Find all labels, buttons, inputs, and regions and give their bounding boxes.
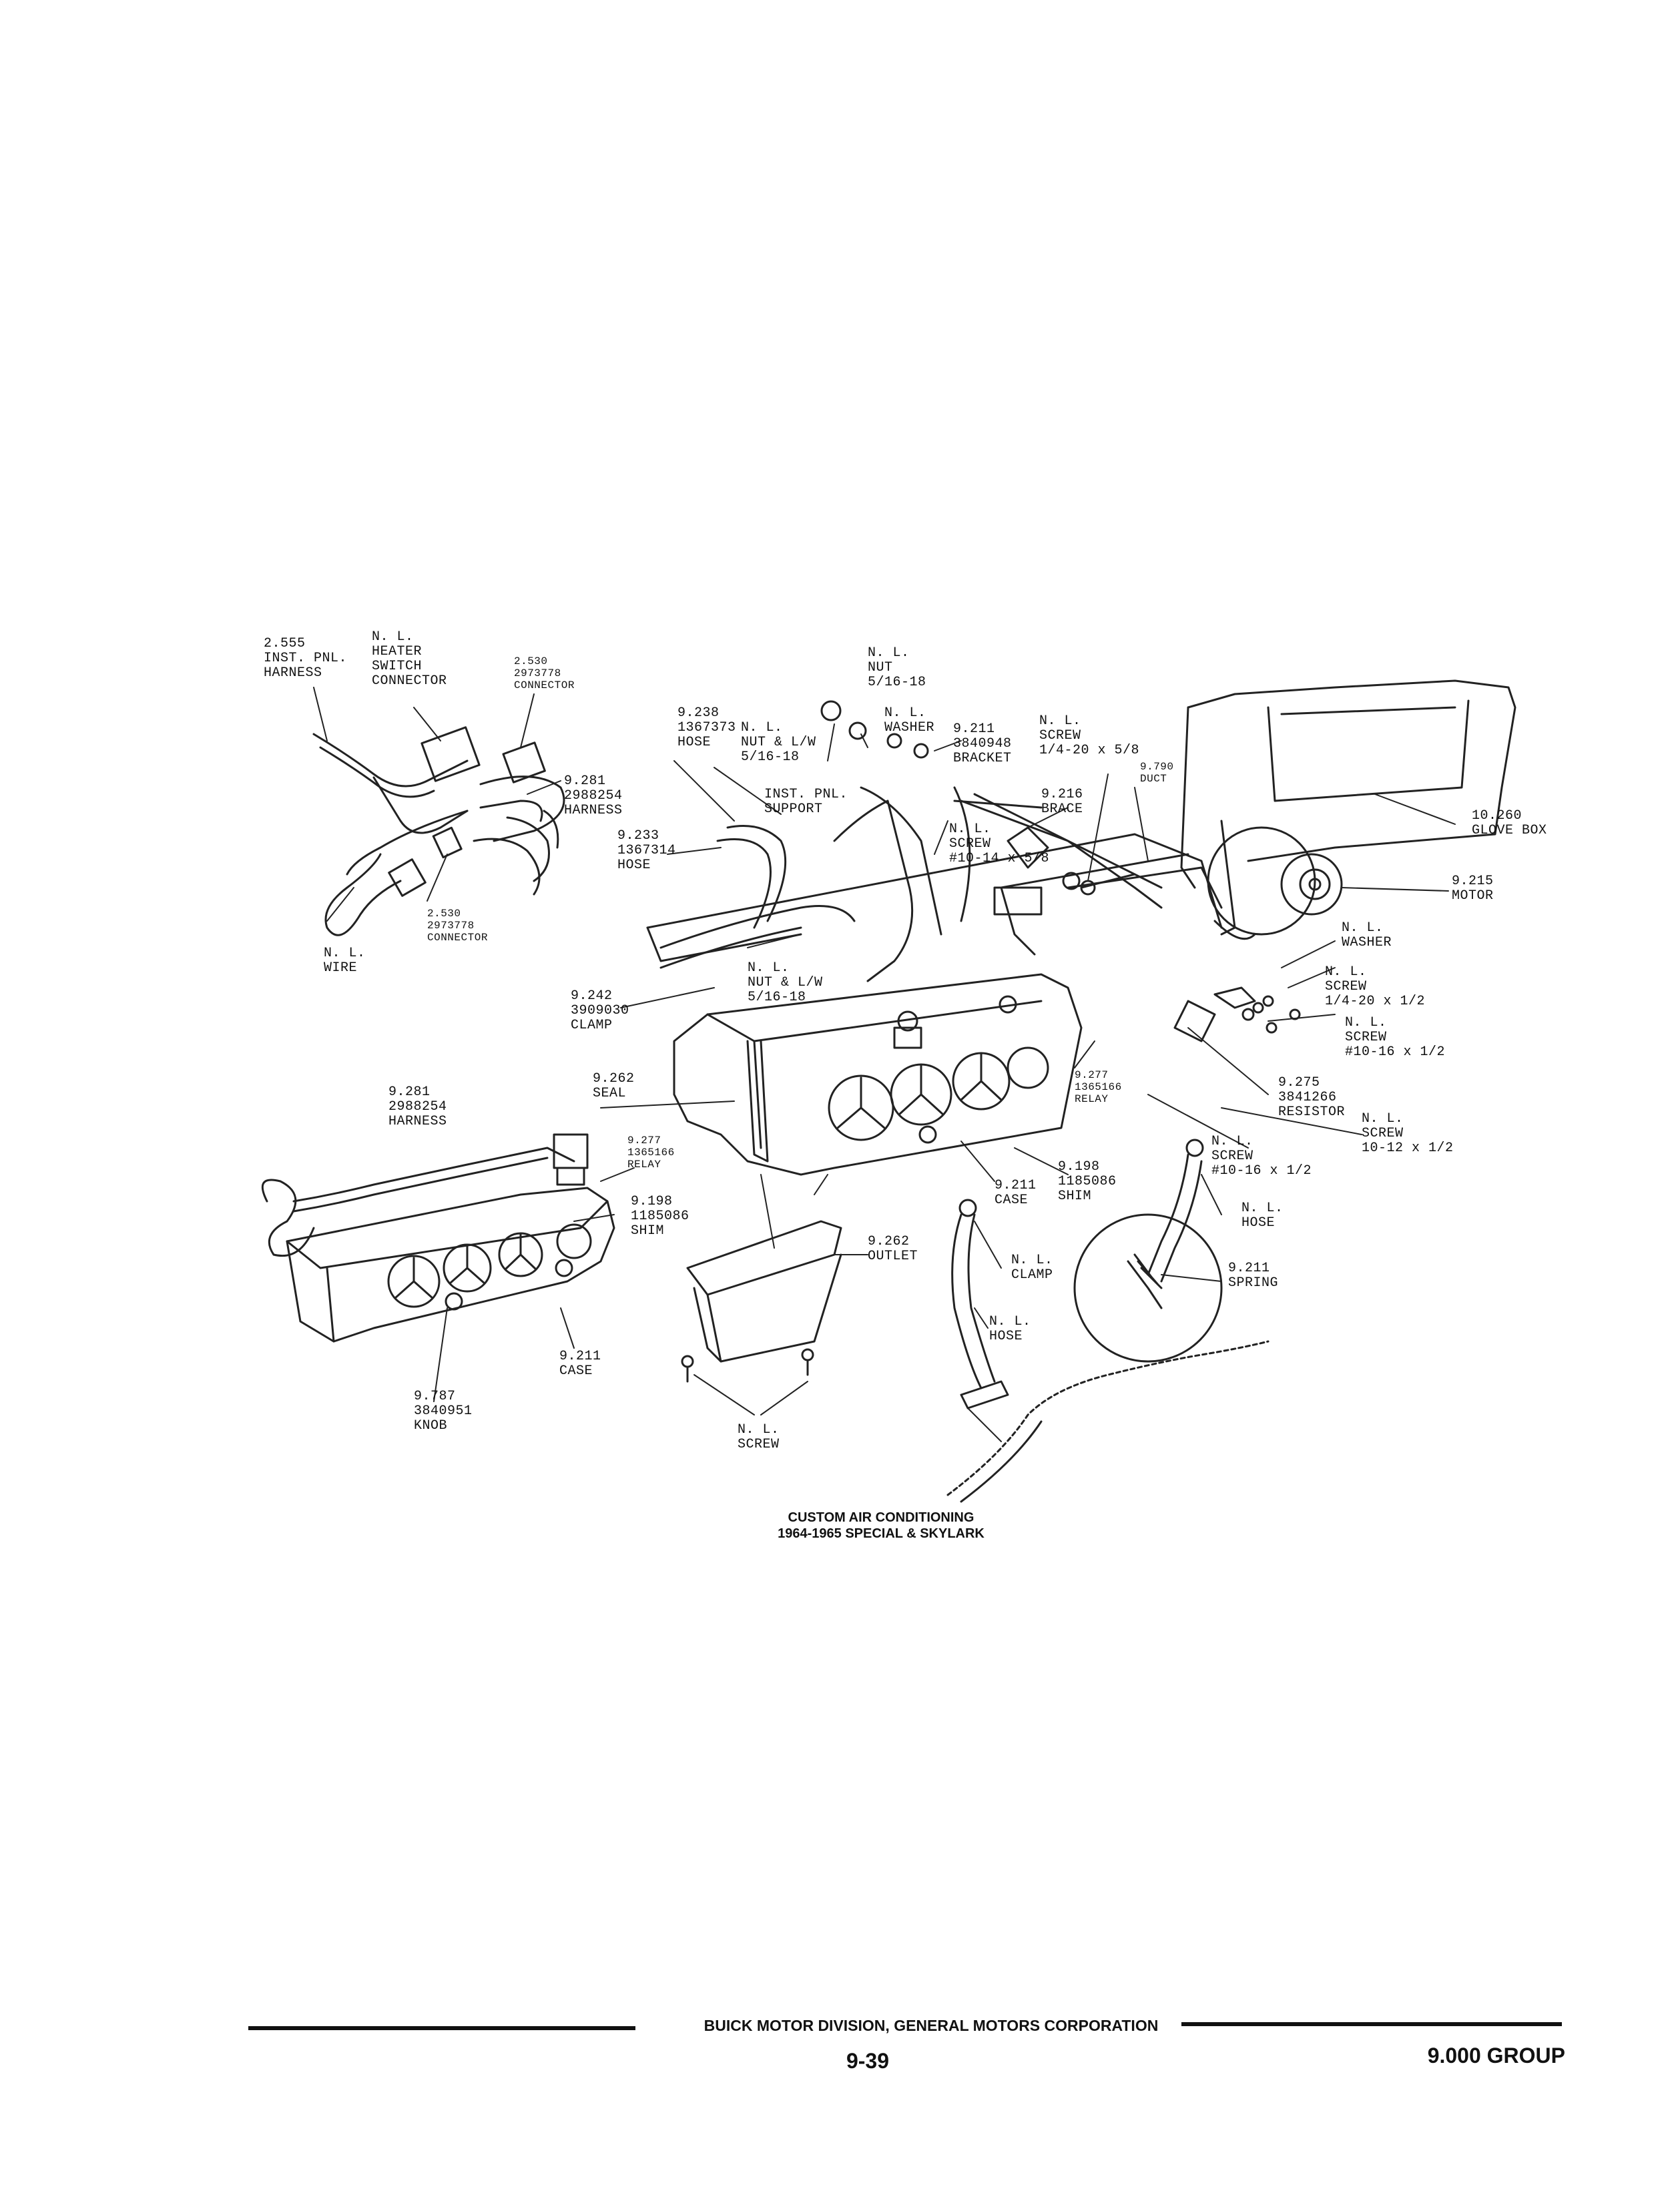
label-case-center: 9.211 CASE	[995, 1178, 1037, 1208]
left-case	[261, 1133, 615, 1343]
label-case-left: 9.211 CASE	[559, 1349, 601, 1379]
footer-rule-left	[248, 2026, 635, 2030]
footer-division: BUICK MOTOR DIVISION, GENERAL MOTORS COR…	[704, 2017, 1159, 2034]
label-inst-pnl-harness: 2.555 INST. PNL. HARNESS	[264, 636, 348, 681]
label-brace: 9.216 BRACE	[1041, 787, 1083, 817]
label-clamp-nl: N. L. CLAMP	[1011, 1253, 1053, 1283]
label-nut-lw-top: N. L. NUT & L/W 5/16-18	[741, 720, 816, 765]
label-screw-right-3: N. L. SCREW 10-12 x 1/2	[1362, 1111, 1454, 1156]
label-harness-top: 9.281 2988254 HARNESS	[564, 773, 623, 818]
label-shim-left: 9.198 1185086 SHIM	[631, 1194, 689, 1239]
hose-spring-assembly	[946, 1139, 1270, 1503]
label-spring: 9.211 SPRING	[1228, 1261, 1279, 1291]
group-label: 9.000 GROUP	[1427, 2044, 1565, 2068]
label-washer-top: N. L. WASHER	[884, 705, 935, 735]
label-nut-top: N. L. NUT 5/16-18	[868, 645, 926, 690]
label-nut-lw-mid: N. L. NUT & L/W 5/16-18	[748, 960, 823, 1005]
label-screw-10-14: N. L. SCREW #10-14 x 5/8	[949, 822, 1050, 866]
label-connector-top: 2.530 2973778 CONNECTOR	[514, 655, 575, 691]
label-bracket: 9.211 3840948 BRACKET	[953, 721, 1012, 766]
label-outlet: 9.262 OUTLET	[868, 1234, 918, 1264]
harness-connector-assembly	[312, 726, 565, 936]
center-case	[673, 973, 1083, 1176]
label-glove-box: 10.260 GLOVE BOX	[1472, 808, 1547, 838]
diagram-caption: CUSTOM AIR CONDITIONING 1964-1965 SPECIA…	[708, 1510, 1055, 1542]
label-hose-right: N. L. HOSE	[1241, 1201, 1284, 1231]
label-relay-left: 9.277 1365166 RELAY	[627, 1135, 675, 1171]
label-wire: N. L. WIRE	[324, 946, 366, 976]
label-shim-center: 9.198 1185086 SHIM	[1058, 1159, 1117, 1204]
caption-line-2: 1964-1965 SPECIAL & SKYLARK	[778, 1526, 985, 1541]
label-hose-233: 9.233 1367314 HOSE	[617, 828, 676, 873]
label-resistor: 9.275 3841266 RESISTOR	[1278, 1075, 1346, 1120]
label-hose-238: 9.238 1367373 HOSE	[677, 705, 736, 750]
label-harness-left: 9.281 2988254 HARNESS	[388, 1084, 447, 1129]
label-heater-switch-connector: N. L. HEATER SWITCH CONNECTOR	[372, 629, 447, 689]
label-screw-top: N. L. SCREW 1/4-20 x 5/8	[1039, 713, 1140, 758]
label-inst-pnl-support: INST. PNL. SUPPORT	[764, 787, 848, 817]
label-relay-center: 9.277 1365166 RELAY	[1075, 1069, 1122, 1105]
label-washer-right: N. L. WASHER	[1342, 920, 1392, 950]
label-screw-center: N. L. SCREW #10-16 x 1/2	[1211, 1134, 1312, 1179]
label-hose-lower: N. L. HOSE	[989, 1314, 1031, 1344]
leader-lines	[313, 687, 1456, 1442]
footer-rule-right	[1181, 2022, 1562, 2026]
label-clamp-242: 9.242 3909030 CLAMP	[571, 988, 629, 1033]
label-seal: 9.262 SEAL	[593, 1071, 635, 1101]
label-screw-right-2: N. L. SCREW #10-16 x 1/2	[1345, 1015, 1446, 1060]
dashboard-assembly	[646, 679, 1516, 1042]
label-duct: 9.790 DUCT	[1140, 761, 1174, 785]
caption-line-1: CUSTOM AIR CONDITIONING	[788, 1510, 974, 1525]
label-screw-bottom: N. L. SCREW	[738, 1422, 780, 1452]
label-motor: 9.215 MOTOR	[1452, 874, 1494, 904]
label-screw-right-1: N. L. SCREW 1/4-20 x 1/2	[1325, 964, 1426, 1009]
page-number: 9-39	[846, 2049, 890, 2073]
outlet-part	[681, 1220, 842, 1383]
label-knob: 9.787 3840951 KNOB	[414, 1389, 473, 1434]
label-connector-mid: 2.530 2973778 CONNECTOR	[427, 908, 488, 944]
